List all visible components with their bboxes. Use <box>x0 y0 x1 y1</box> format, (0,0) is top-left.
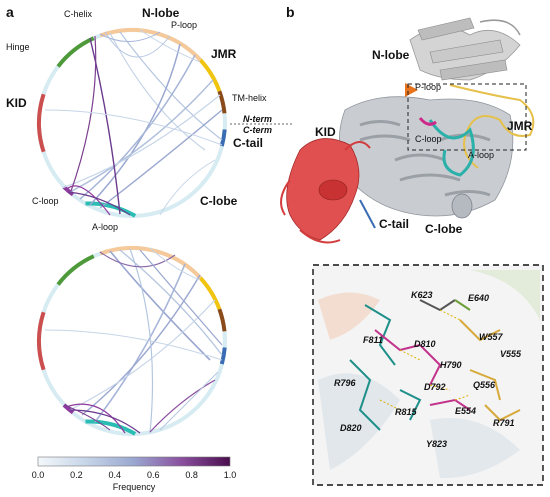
seg-top-kid <box>37 93 46 153</box>
seg-bottom-jmr <box>198 276 222 310</box>
res-d820: D820 <box>340 423 362 433</box>
seg-bottom-kid <box>37 311 46 371</box>
colorbar-tick-0: 0.0 <box>32 470 45 480</box>
seg-top-hinge <box>56 36 95 68</box>
label-kid: KID <box>6 96 27 110</box>
seg-top-tm <box>217 90 227 114</box>
seg-bottom-ctail <box>219 347 227 365</box>
label-n-lobe: N-lobe <box>142 6 180 20</box>
res-k623: K623 <box>411 290 433 300</box>
circos-top: C-helix N-lobe P-loop Hinge JMR TM-helix… <box>6 6 292 232</box>
res-d792: D792 <box>424 382 446 392</box>
label-c-loop: C-loop <box>32 196 59 206</box>
res-e640: E640 <box>468 293 489 303</box>
res-y823: Y823 <box>426 439 447 449</box>
res-r815: R815 <box>395 407 418 417</box>
colorbar-tick-1: 0.2 <box>70 470 83 480</box>
seg-top-nlobe <box>99 28 202 62</box>
seg-bottom-hinge <box>56 254 95 286</box>
circos-bottom <box>37 246 227 436</box>
res-r791: R791 <box>493 418 515 428</box>
top-chords <box>44 29 223 216</box>
seg-top-ctail <box>219 129 227 147</box>
seg-bottom-nlobe <box>99 246 202 280</box>
res-w557: W557 <box>479 332 504 342</box>
bottom-chords <box>44 247 223 434</box>
struct-label-p-loop: P-loop <box>415 82 441 92</box>
panel-b-letter: b <box>286 4 295 20</box>
colorbar-label: Frequency <box>113 482 156 492</box>
label-jmr: JMR <box>211 47 237 61</box>
label-a-loop: A-loop <box>92 222 118 232</box>
jmr-chain <box>449 84 535 169</box>
res-f811: F811 <box>363 335 383 345</box>
panel-a-letter: a <box>6 4 14 20</box>
res-d810: D810 <box>414 339 436 349</box>
a-loop-chain <box>428 119 475 177</box>
colorbar-tick-4: 0.8 <box>185 470 198 480</box>
label-hinge: Hinge <box>6 42 30 52</box>
struct-label-c-loop: C-loop <box>415 134 442 144</box>
colorbar-tick-2: 0.4 <box>109 470 122 480</box>
n-lobe-sheets <box>409 17 521 81</box>
protein-structure <box>280 17 535 244</box>
res-e554: E554 <box>455 406 476 416</box>
seg-top-aloop <box>85 201 137 218</box>
zoom-box <box>407 83 527 151</box>
res-q556: Q556 <box>473 380 496 390</box>
label-c-term: C-term <box>243 125 272 135</box>
res-h790: H790 <box>440 360 462 370</box>
seg-bottom-aloop <box>85 419 137 436</box>
res-r796: R796 <box>334 378 357 388</box>
res-v555: V555 <box>500 349 522 359</box>
colorbar-gradient <box>37 456 231 467</box>
label-p-loop: P-loop <box>171 20 197 30</box>
struct-label-c-lobe: C-lobe <box>425 222 463 236</box>
c-loop-chain <box>418 117 437 126</box>
label-tm-helix: TM-helix <box>232 93 267 103</box>
label-c-lobe: C-lobe <box>200 194 238 208</box>
label-n-term: N-term <box>243 114 272 124</box>
hbond-lines <box>379 309 471 411</box>
struct-label-kid: KID <box>315 125 336 139</box>
colorbar: 0.0 0.2 0.4 0.6 0.8 1.0 Frequency <box>32 456 237 492</box>
label-c-helix: C-helix <box>64 9 93 19</box>
colorbar-tick-5: 1.0 <box>224 470 237 480</box>
struct-label-c-tail: C-tail <box>379 217 409 231</box>
struct-label-n-lobe: N-lobe <box>372 48 410 62</box>
seg-top-jmr <box>198 58 222 92</box>
colorbar-tick-3: 0.6 <box>147 470 160 480</box>
struct-label-jmr: JMR <box>507 119 533 133</box>
zoom-inset: K623 E640 F811 D810 W557 H790 V555 R796 … <box>312 264 544 486</box>
struct-label-a-loop: A-loop <box>468 150 494 160</box>
c-tail-chain <box>359 199 376 229</box>
label-c-tail: C-tail <box>233 136 263 150</box>
seg-bottom-tm <box>217 308 227 332</box>
c-lobe-helix-end <box>451 193 473 219</box>
